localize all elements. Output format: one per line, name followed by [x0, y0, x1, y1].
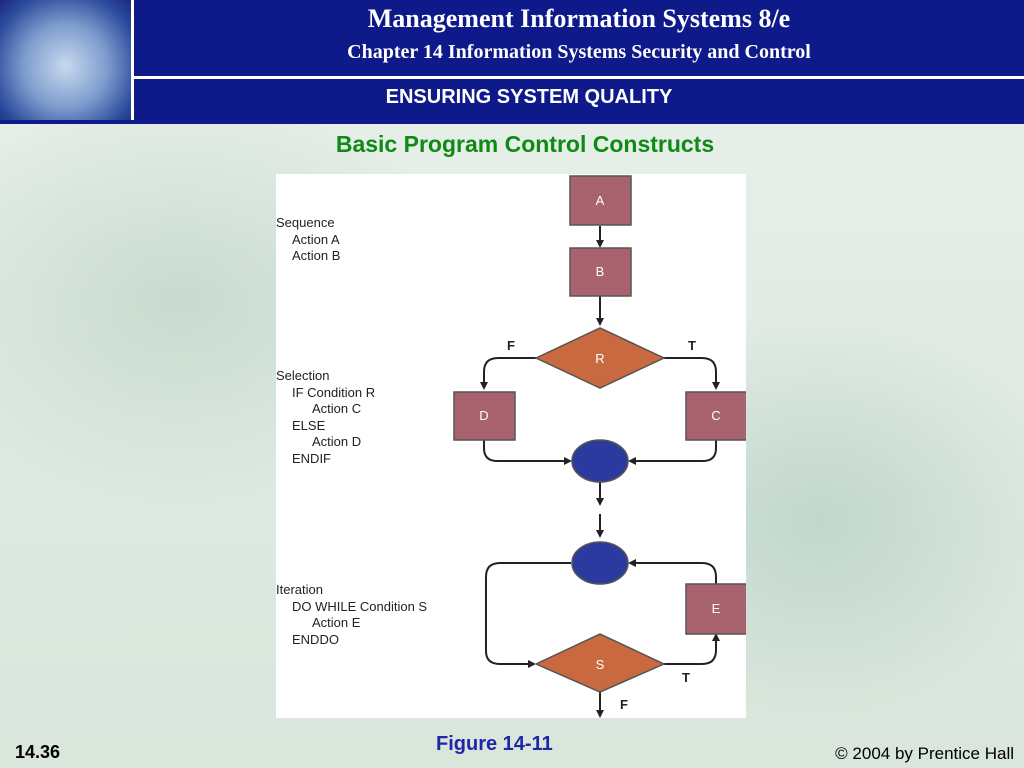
condition-s-diamond	[534, 633, 666, 693]
r-false-label: F	[507, 338, 515, 353]
node-d-label: D	[479, 408, 488, 423]
header-divider	[134, 76, 1024, 79]
section-title: ENSURING SYSTEM QUALITY	[385, 86, 673, 108]
sequence-heading: Sequence	[276, 215, 335, 230]
slide-title: Basic Program Control Constructs	[335, 131, 715, 157]
action-a-box	[569, 175, 632, 226]
s-false-label: F	[620, 697, 628, 712]
node-r-label: R	[595, 351, 604, 366]
flowchart: A B R D C E S F T T F	[453, 175, 746, 718]
action-c-box	[685, 391, 746, 441]
condition-r-diamond	[534, 327, 666, 389]
selection-line: Action C	[312, 401, 362, 416]
selection-heading: Selection	[276, 368, 330, 383]
selection-line: ENDIF	[292, 450, 331, 466]
slide-header: Management Information Systems 8/e Chapt…	[0, 0, 1024, 124]
copyright-notice: © 2004 by Prentice Hall	[835, 744, 1014, 763]
iteration-line: DO WHILE Condition S	[292, 598, 428, 614]
selection-join-circle	[571, 439, 629, 483]
selection-line: IF Condition R	[292, 384, 376, 400]
s-true-label: T	[682, 670, 690, 685]
iteration-join-circle	[571, 541, 629, 585]
sequence-line: Action A	[292, 231, 340, 247]
r-true-label: T	[688, 338, 696, 353]
action-e-box	[685, 583, 746, 635]
globe-logo	[0, 0, 134, 120]
control-constructs-diagram: A B R D C E S F T T F Sequence Action A …	[276, 174, 746, 718]
sequence-line: Action B	[292, 248, 341, 263]
selection-pseudocode: Selection IF Condition R Action C ELSE A…	[276, 368, 375, 467]
book-title: Management Information Systems 8/e	[367, 4, 791, 33]
action-d-box	[453, 391, 516, 441]
iteration-pseudocode: Iteration DO WHILE Condition S Action E …	[276, 582, 427, 648]
figure-caption: Figure 14-11	[436, 733, 553, 755]
chapter-title: Chapter 14 Information Systems Security …	[347, 41, 811, 63]
action-b-box	[569, 247, 632, 297]
node-c-label: C	[711, 408, 720, 423]
node-b-label: B	[596, 264, 605, 279]
sequence-pseudocode: Sequence Action A Action B	[276, 215, 340, 265]
node-e-label: E	[712, 601, 721, 616]
selection-line: ELSE	[292, 417, 326, 433]
iteration-line: ENDDO	[292, 631, 339, 647]
node-s-label: S	[596, 657, 605, 672]
node-a-label: A	[596, 193, 605, 208]
selection-line: Action D	[312, 434, 362, 449]
slide-number: 14.36	[15, 742, 61, 762]
iteration-heading: Iteration	[276, 582, 323, 597]
iteration-line: Action E	[312, 615, 361, 630]
